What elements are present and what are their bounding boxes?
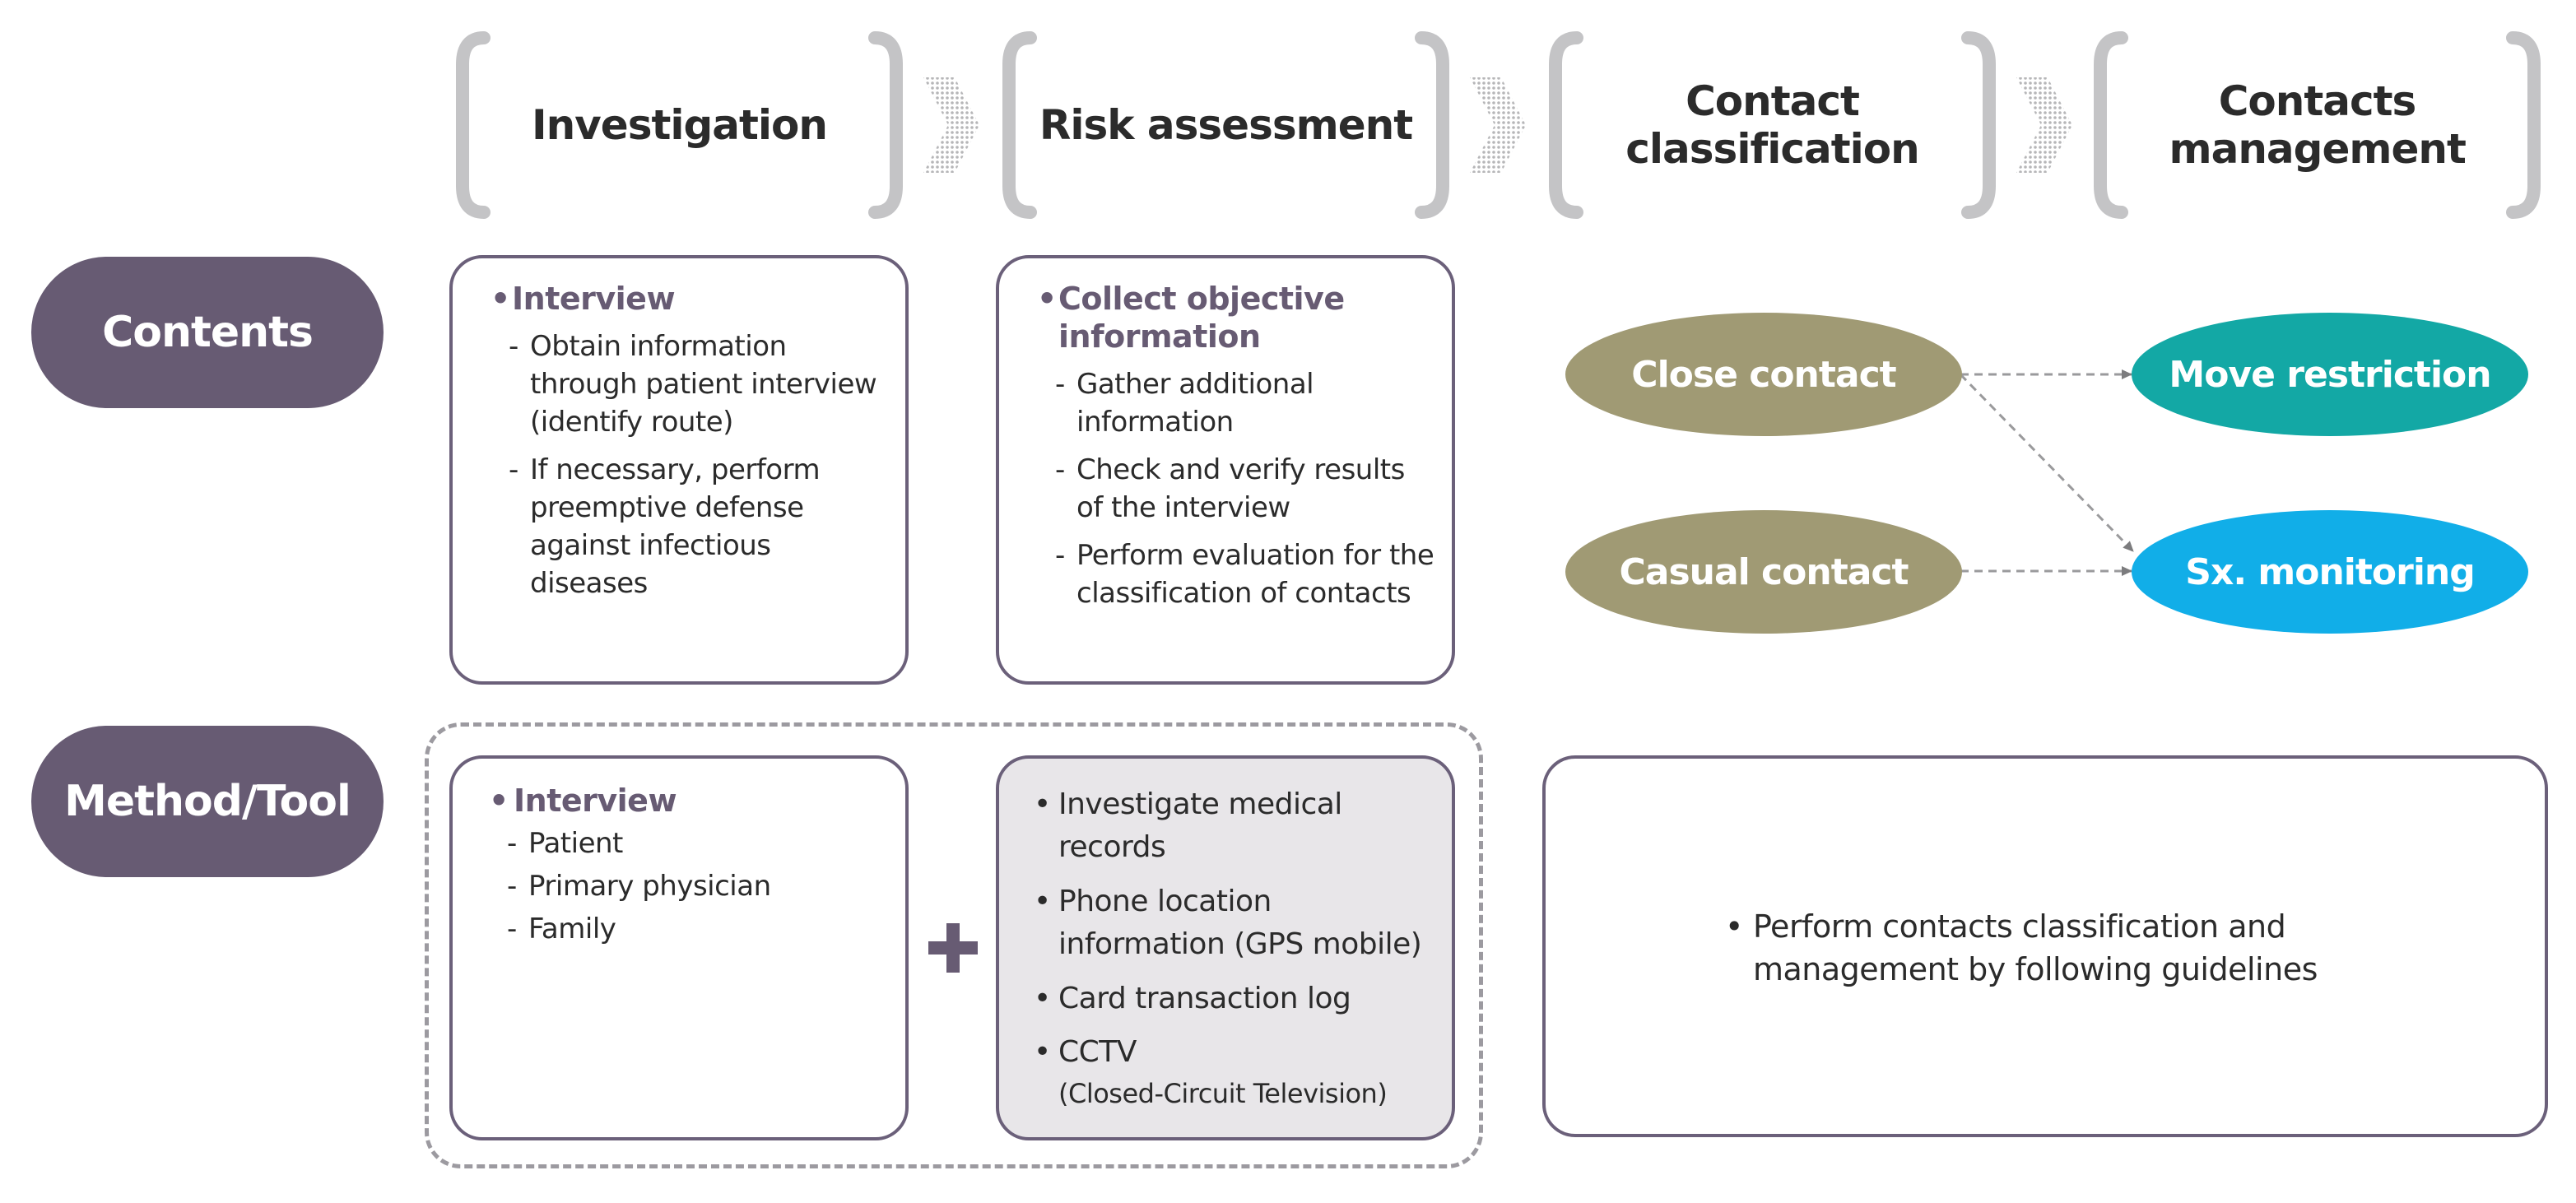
- interview-method-box: Interview Patient Primary physician Fami…: [449, 755, 909, 1140]
- list-item: Patient: [489, 824, 890, 862]
- guideline-box: Perform contacts classification and mana…: [1542, 755, 2548, 1137]
- risk-contents-box: Collect objective information Gather add…: [996, 255, 1455, 685]
- plus-icon: [928, 923, 978, 973]
- investigation-contents-box: Interview Obtain information through pat…: [449, 255, 909, 685]
- close-contact-node: Close contact: [1565, 313, 1962, 436]
- list-item: Primary physician: [489, 867, 890, 905]
- list-item: Obtain information through patient inter…: [491, 327, 890, 441]
- list-item: Family: [489, 910, 890, 948]
- guideline-text-wrap: Perform contacts classification and mana…: [1725, 905, 2383, 991]
- list-item: Gather additional information: [1037, 365, 1437, 441]
- stage-investigation: Investigation: [451, 31, 908, 219]
- stage-risk-assessment: Risk assessment: [997, 31, 1454, 219]
- sx-monitoring-node: Sx. monitoring: [2132, 510, 2528, 634]
- bracket-frame: [1549, 31, 1996, 219]
- list-item: Perform contacts classification and mana…: [1725, 905, 2383, 991]
- list-item: CCTV (Closed-Circuit Television): [1034, 1032, 1437, 1114]
- box-heading: Interview: [491, 280, 890, 318]
- row-label-contents: Contents: [31, 257, 384, 408]
- stage-label: Contacts management: [2169, 77, 2467, 173]
- cctv-label: CCTV: [1058, 1035, 1137, 1069]
- cctv-note: (Closed-Circuit Television): [1058, 1078, 1388, 1109]
- bracket-frame: [1002, 31, 1449, 219]
- list-item: Card transaction log: [1034, 978, 1437, 1020]
- chevron-arrow-icon: [923, 77, 979, 173]
- chevron-arrow-icon: [2016, 77, 2072, 173]
- list-item: Investigate medical records: [1034, 783, 1437, 869]
- casual-contact-node: Casual contact: [1565, 510, 1962, 634]
- bracket-frame: [456, 31, 903, 219]
- tools-method-box: Investigate medical records Phone locati…: [996, 755, 1455, 1140]
- box-heading: Interview: [489, 782, 890, 820]
- list-item: Perform evaluation for the classificatio…: [1037, 536, 1437, 612]
- list-item: If necessary, perform preemptive defense…: [491, 451, 890, 602]
- bracket-frame: [2094, 31, 2541, 219]
- stage-label: Risk assessment: [1039, 101, 1413, 149]
- list-item: Phone location information (GPS mobile): [1034, 880, 1437, 966]
- stage-contacts-management: Contacts management: [2089, 31, 2546, 219]
- row-label-method-tool: Method/Tool: [31, 726, 384, 877]
- stage-label: Investigation: [531, 101, 828, 149]
- stage-contact-classification: Contact classification: [1544, 31, 2001, 219]
- stage-label: Contact classification: [1625, 77, 1919, 173]
- box-heading: Collect objective information: [1037, 280, 1437, 355]
- move-restriction-node: Move restriction: [2132, 313, 2528, 436]
- chevron-arrow-icon: [1470, 77, 1526, 173]
- list-item: Check and verify results of the intervie…: [1037, 451, 1437, 527]
- method-group-dashed: [425, 722, 1483, 1168]
